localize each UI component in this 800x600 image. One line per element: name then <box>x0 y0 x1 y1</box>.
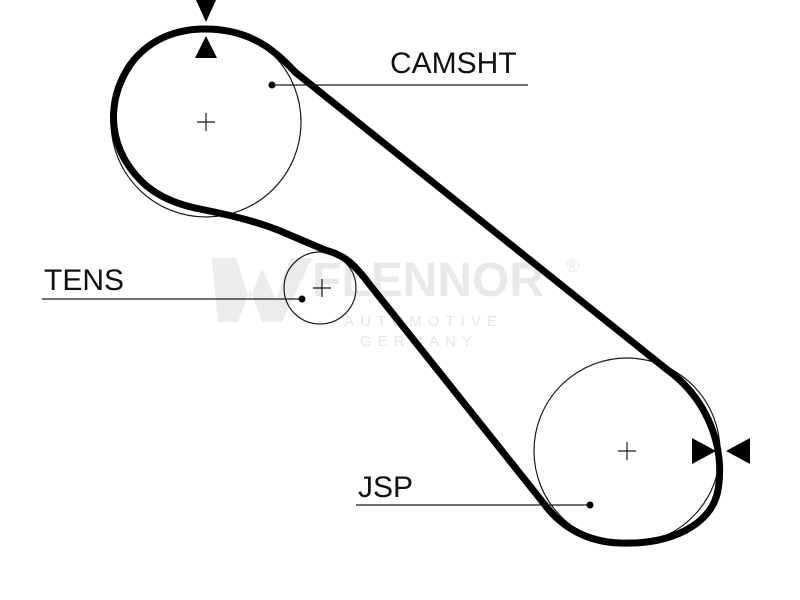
timing-mark-top-icon <box>195 0 217 58</box>
watermark-logo-mark <box>212 258 312 322</box>
jackshaft-center-mark <box>618 442 636 460</box>
camshaft-leader <box>268 81 528 89</box>
tensioner-label: TENS <box>44 264 124 297</box>
tensioner-leader <box>42 295 306 303</box>
timing-belt <box>110 25 724 547</box>
camshaft-center-mark <box>197 113 215 131</box>
tensioner-center-mark <box>313 279 331 297</box>
tensioner-pulley <box>283 251 357 325</box>
watermark: FLENNOR ® AUTOMOTIVE GERMANY <box>212 254 579 350</box>
watermark-line-1: AUTOMOTIVE <box>344 313 503 330</box>
watermark-registered-mark: ® <box>566 256 579 276</box>
jackshaft-label: JSP <box>358 471 413 504</box>
timing-mark-right-icon <box>692 438 750 464</box>
jackshaft-leader <box>356 501 594 509</box>
camshaft-label: CAMSHT <box>390 47 517 80</box>
